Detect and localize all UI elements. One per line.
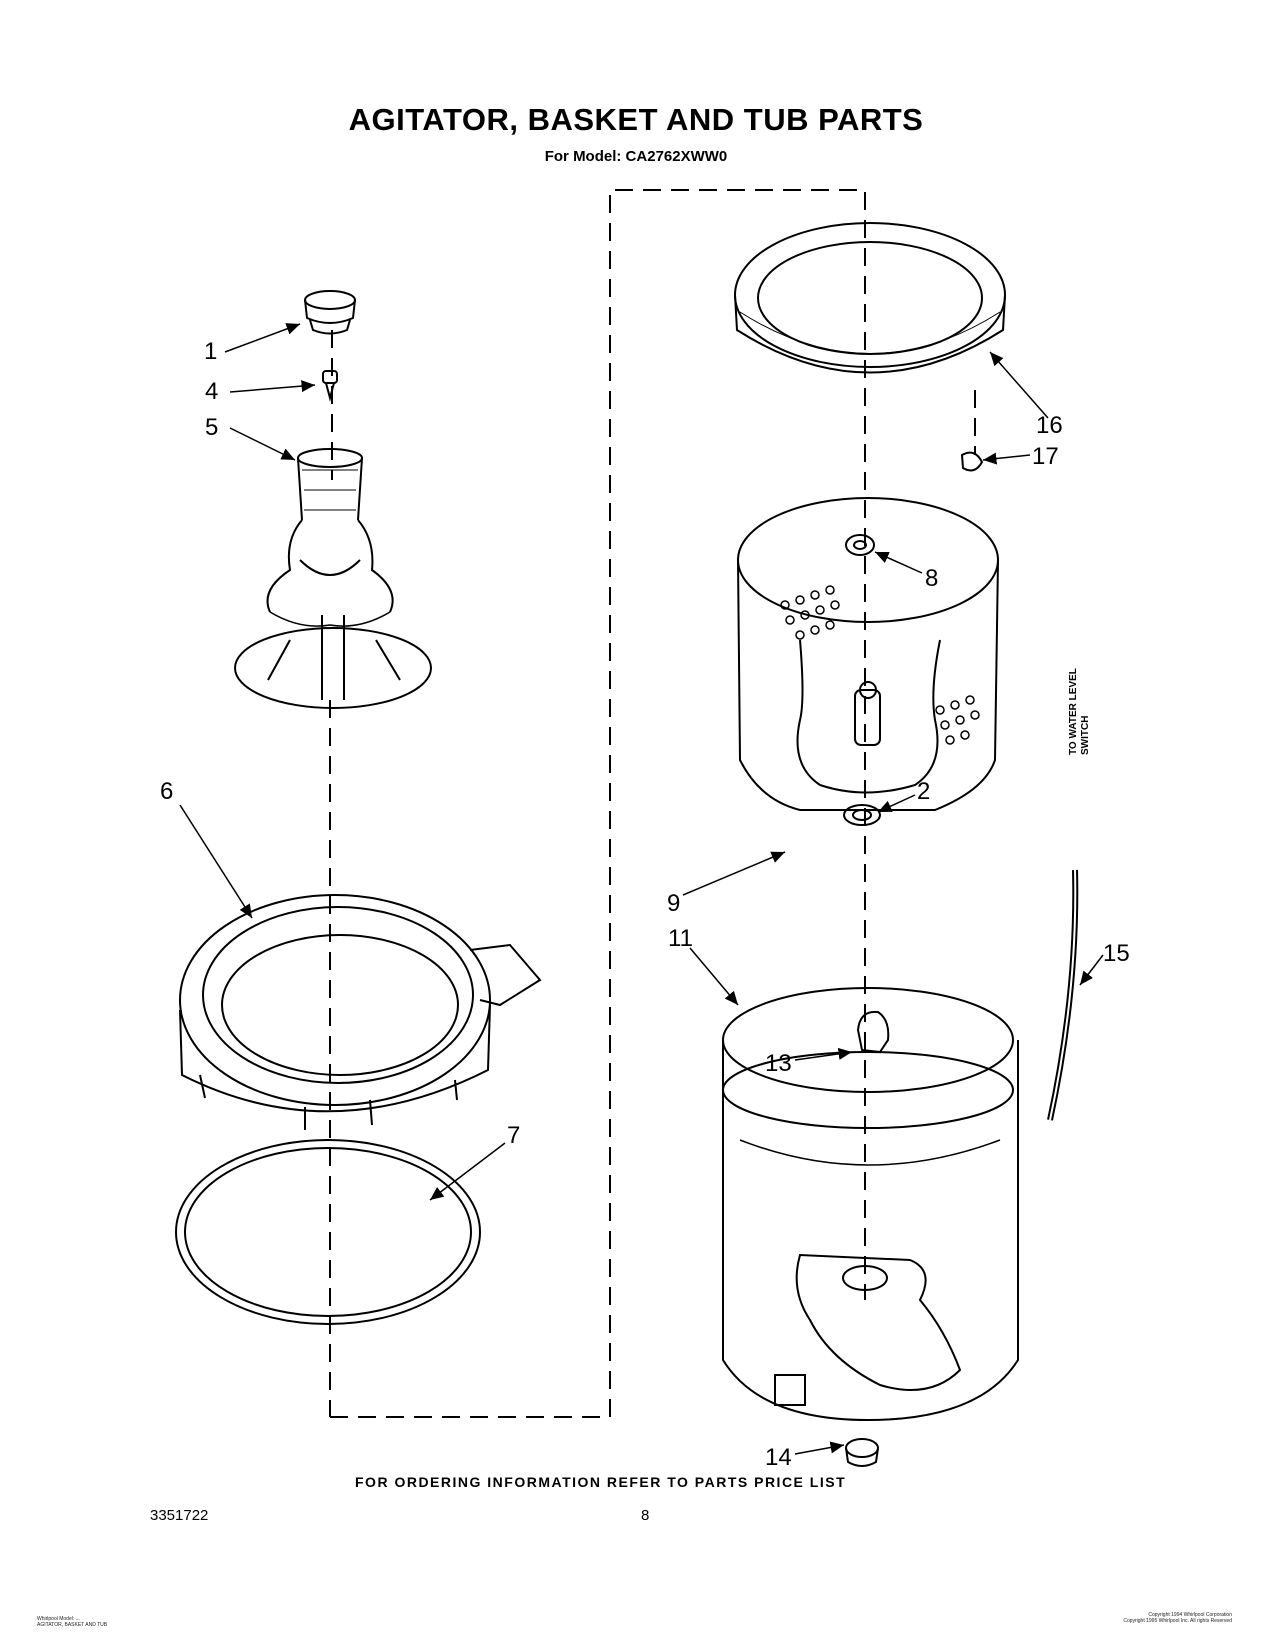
agitator-cap-part <box>304 290 356 335</box>
page-title: AGITATOR, BASKET AND TUB PARTS <box>348 102 924 137</box>
callout-6: 6 <box>160 778 174 805</box>
copyright-fine-print: Copyright 1994 Whirlpool Corporation Cop… <box>1032 1612 1232 1624</box>
basket-bearing-part <box>843 804 881 826</box>
water-level-hose-part <box>1047 869 1079 1121</box>
callout-2: 2 <box>917 778 931 805</box>
basket-part <box>737 497 999 811</box>
tub-hose-connector-part <box>856 1010 890 1054</box>
tub-seal-ring-part <box>175 1139 481 1325</box>
water-level-switch-note: TO WATER LEVEL SWITCH <box>1068 635 1092 755</box>
tub-ring-part <box>179 894 542 1130</box>
tub-drain-plug-part <box>845 1438 879 1467</box>
callout-4: 4 <box>205 378 219 405</box>
callout-17: 17 <box>1032 443 1059 470</box>
callout-9: 9 <box>667 890 681 917</box>
callout-1: 1 <box>204 338 218 365</box>
callout-16: 16 <box>1036 412 1063 439</box>
copyright-line-1: Copyright 1994 Whirlpool Corporation <box>1148 1612 1232 1618</box>
left-fine-print-line-1: Whirlpool Model: ... <box>37 1616 80 1622</box>
left-fine-print: Whirlpool Model: ... AGITATOR, BASKET AN… <box>37 1616 107 1628</box>
outer-tub-part <box>722 987 1019 1422</box>
page-number: 8 <box>641 1507 650 1524</box>
callout-15: 15 <box>1103 940 1130 967</box>
agitator-part <box>234 448 432 709</box>
callout-leader-lines <box>179 323 1104 1455</box>
basket-nut-part <box>845 534 875 556</box>
agitator-bolt-part <box>322 370 338 402</box>
document-number: 3351722 <box>150 1507 209 1524</box>
callout-8: 8 <box>925 565 939 592</box>
ordering-note: FOR ORDERING INFORMATION REFER TO PARTS … <box>355 1474 847 1490</box>
ring-clip-part <box>960 451 984 472</box>
top-tub-ring-part <box>734 222 1006 374</box>
copyright-line-2: Copyright 1995 Whirlpool Inc. All rights… <box>1123 1618 1232 1624</box>
side-note-line-1: TO WATER LEVEL <box>1068 668 1079 755</box>
callout-11: 11 <box>668 925 693 952</box>
callout-7: 7 <box>507 1122 521 1149</box>
model-subtitle: For Model: CA2762XWW0 <box>544 148 728 165</box>
left-fine-print-line-2: AGITATOR, BASKET AND TUB <box>37 1622 108 1628</box>
callout-5: 5 <box>205 414 219 441</box>
side-note-line-2: SWITCH <box>1080 715 1091 755</box>
basket-perforations <box>780 585 980 745</box>
assembly-dashed-frame <box>329 189 976 1418</box>
callout-13: 13 <box>765 1050 792 1077</box>
callout-14: 14 <box>765 1444 792 1471</box>
